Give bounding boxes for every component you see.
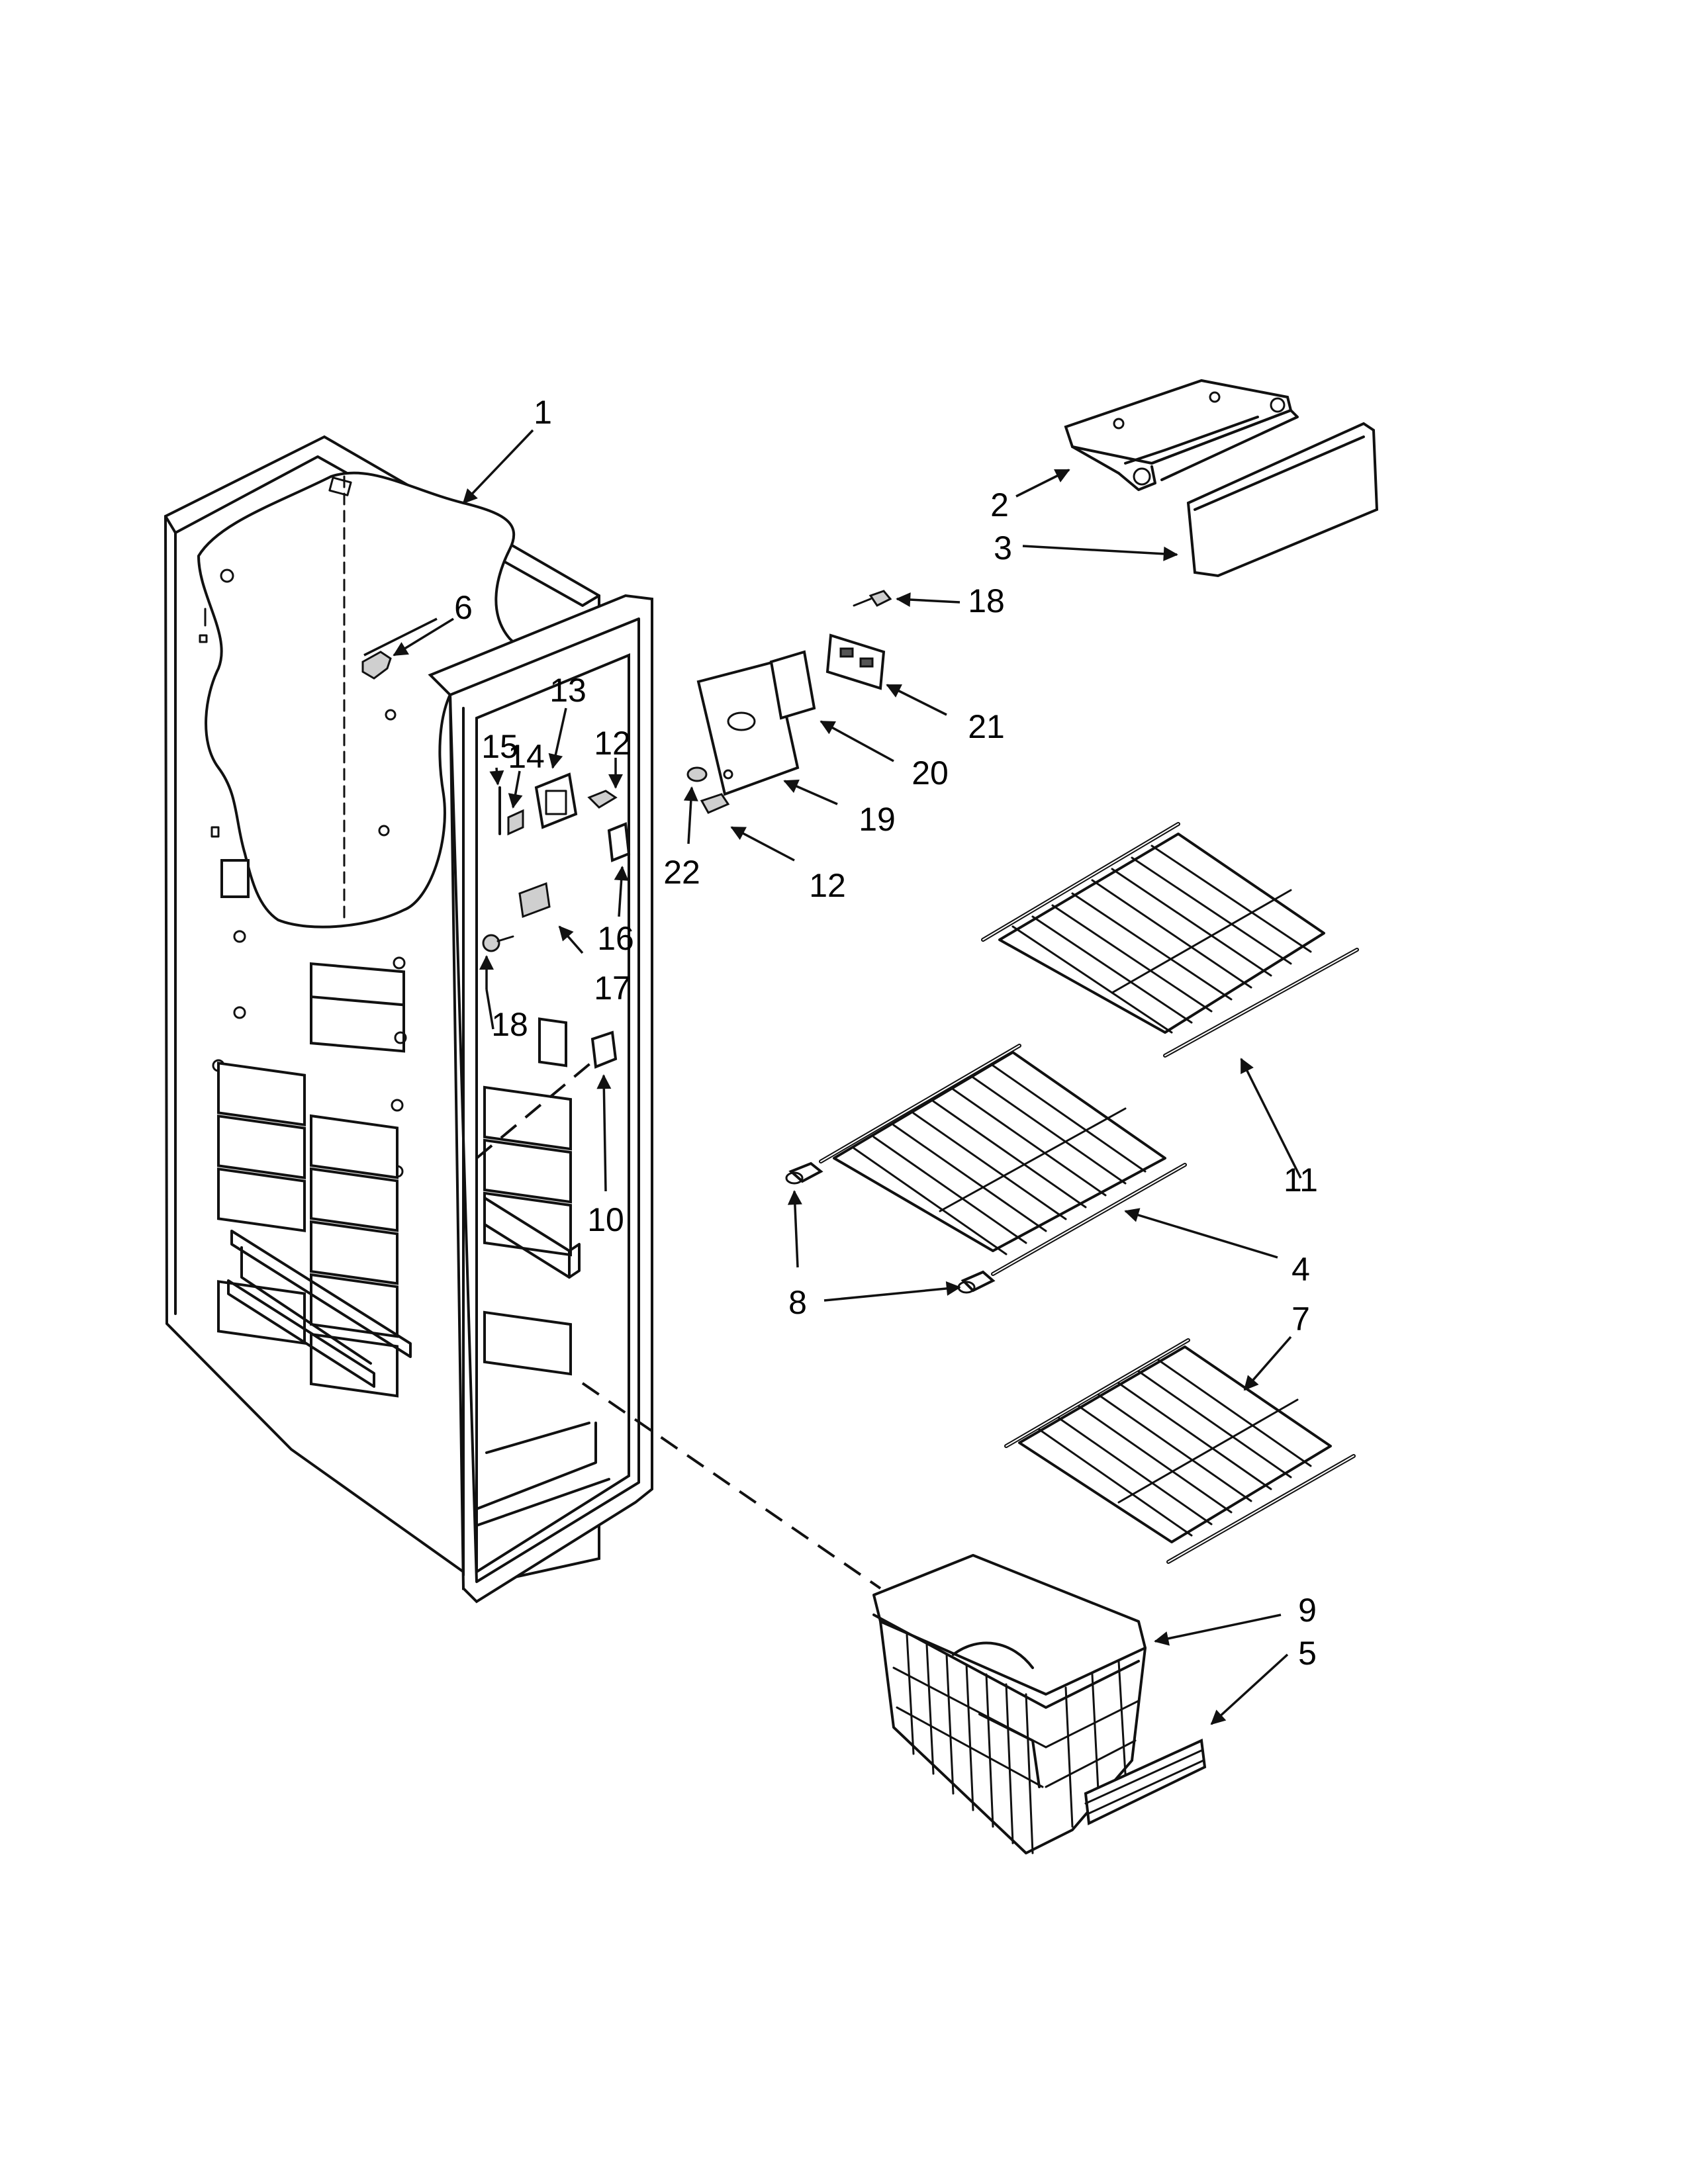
shelf-end-caps xyxy=(785,1161,996,1294)
leader-lines xyxy=(363,429,1302,1725)
basket-alignment-line xyxy=(581,1382,882,1590)
callout-11: 11 xyxy=(1284,1161,1318,1199)
callout-8: 8 xyxy=(788,1284,807,1321)
callout-6: 6 xyxy=(454,589,473,626)
shelf-11 xyxy=(981,822,1359,1058)
callout-18a: 18 xyxy=(968,582,1005,619)
callout-19: 19 xyxy=(859,801,896,838)
callout-17: 17 xyxy=(594,970,631,1007)
callout-14: 14 xyxy=(508,738,545,775)
callout-16: 16 xyxy=(597,920,634,957)
callout-12b: 12 xyxy=(809,867,846,904)
callout-7: 7 xyxy=(1291,1300,1310,1338)
callout-4: 4 xyxy=(1291,1251,1310,1288)
shelf-4 xyxy=(819,1044,1187,1276)
freezer-liner xyxy=(164,435,653,1604)
callout-18b: 18 xyxy=(491,1006,528,1043)
callout-2: 2 xyxy=(990,486,1009,523)
callout-10: 10 xyxy=(587,1201,624,1238)
callout-22: 22 xyxy=(663,854,700,891)
callout-12a: 12 xyxy=(594,725,631,762)
callout-15: 15 xyxy=(481,728,518,765)
callout-9: 9 xyxy=(1298,1592,1317,1629)
basket-front-panel xyxy=(1084,1739,1207,1826)
callout-21: 21 xyxy=(968,708,1005,745)
hinge-cover xyxy=(1186,422,1379,578)
control-parts xyxy=(686,590,892,814)
hinge-bracket xyxy=(1064,379,1299,491)
callout-13: 13 xyxy=(549,672,586,709)
callout-1: 1 xyxy=(534,394,552,431)
inner-wall-parts xyxy=(475,772,631,1160)
callout-5: 5 xyxy=(1298,1635,1317,1672)
part-6-clip xyxy=(361,651,392,680)
callout-20: 20 xyxy=(912,754,949,792)
callout-labels: 1 2 3 4 5 6 7 8 9 10 11 12 12 13 14 15 1… xyxy=(454,394,1318,1672)
shelf-7 xyxy=(1004,1338,1356,1564)
freezer-basket xyxy=(872,1554,1147,1854)
callout-3: 3 xyxy=(994,529,1012,567)
